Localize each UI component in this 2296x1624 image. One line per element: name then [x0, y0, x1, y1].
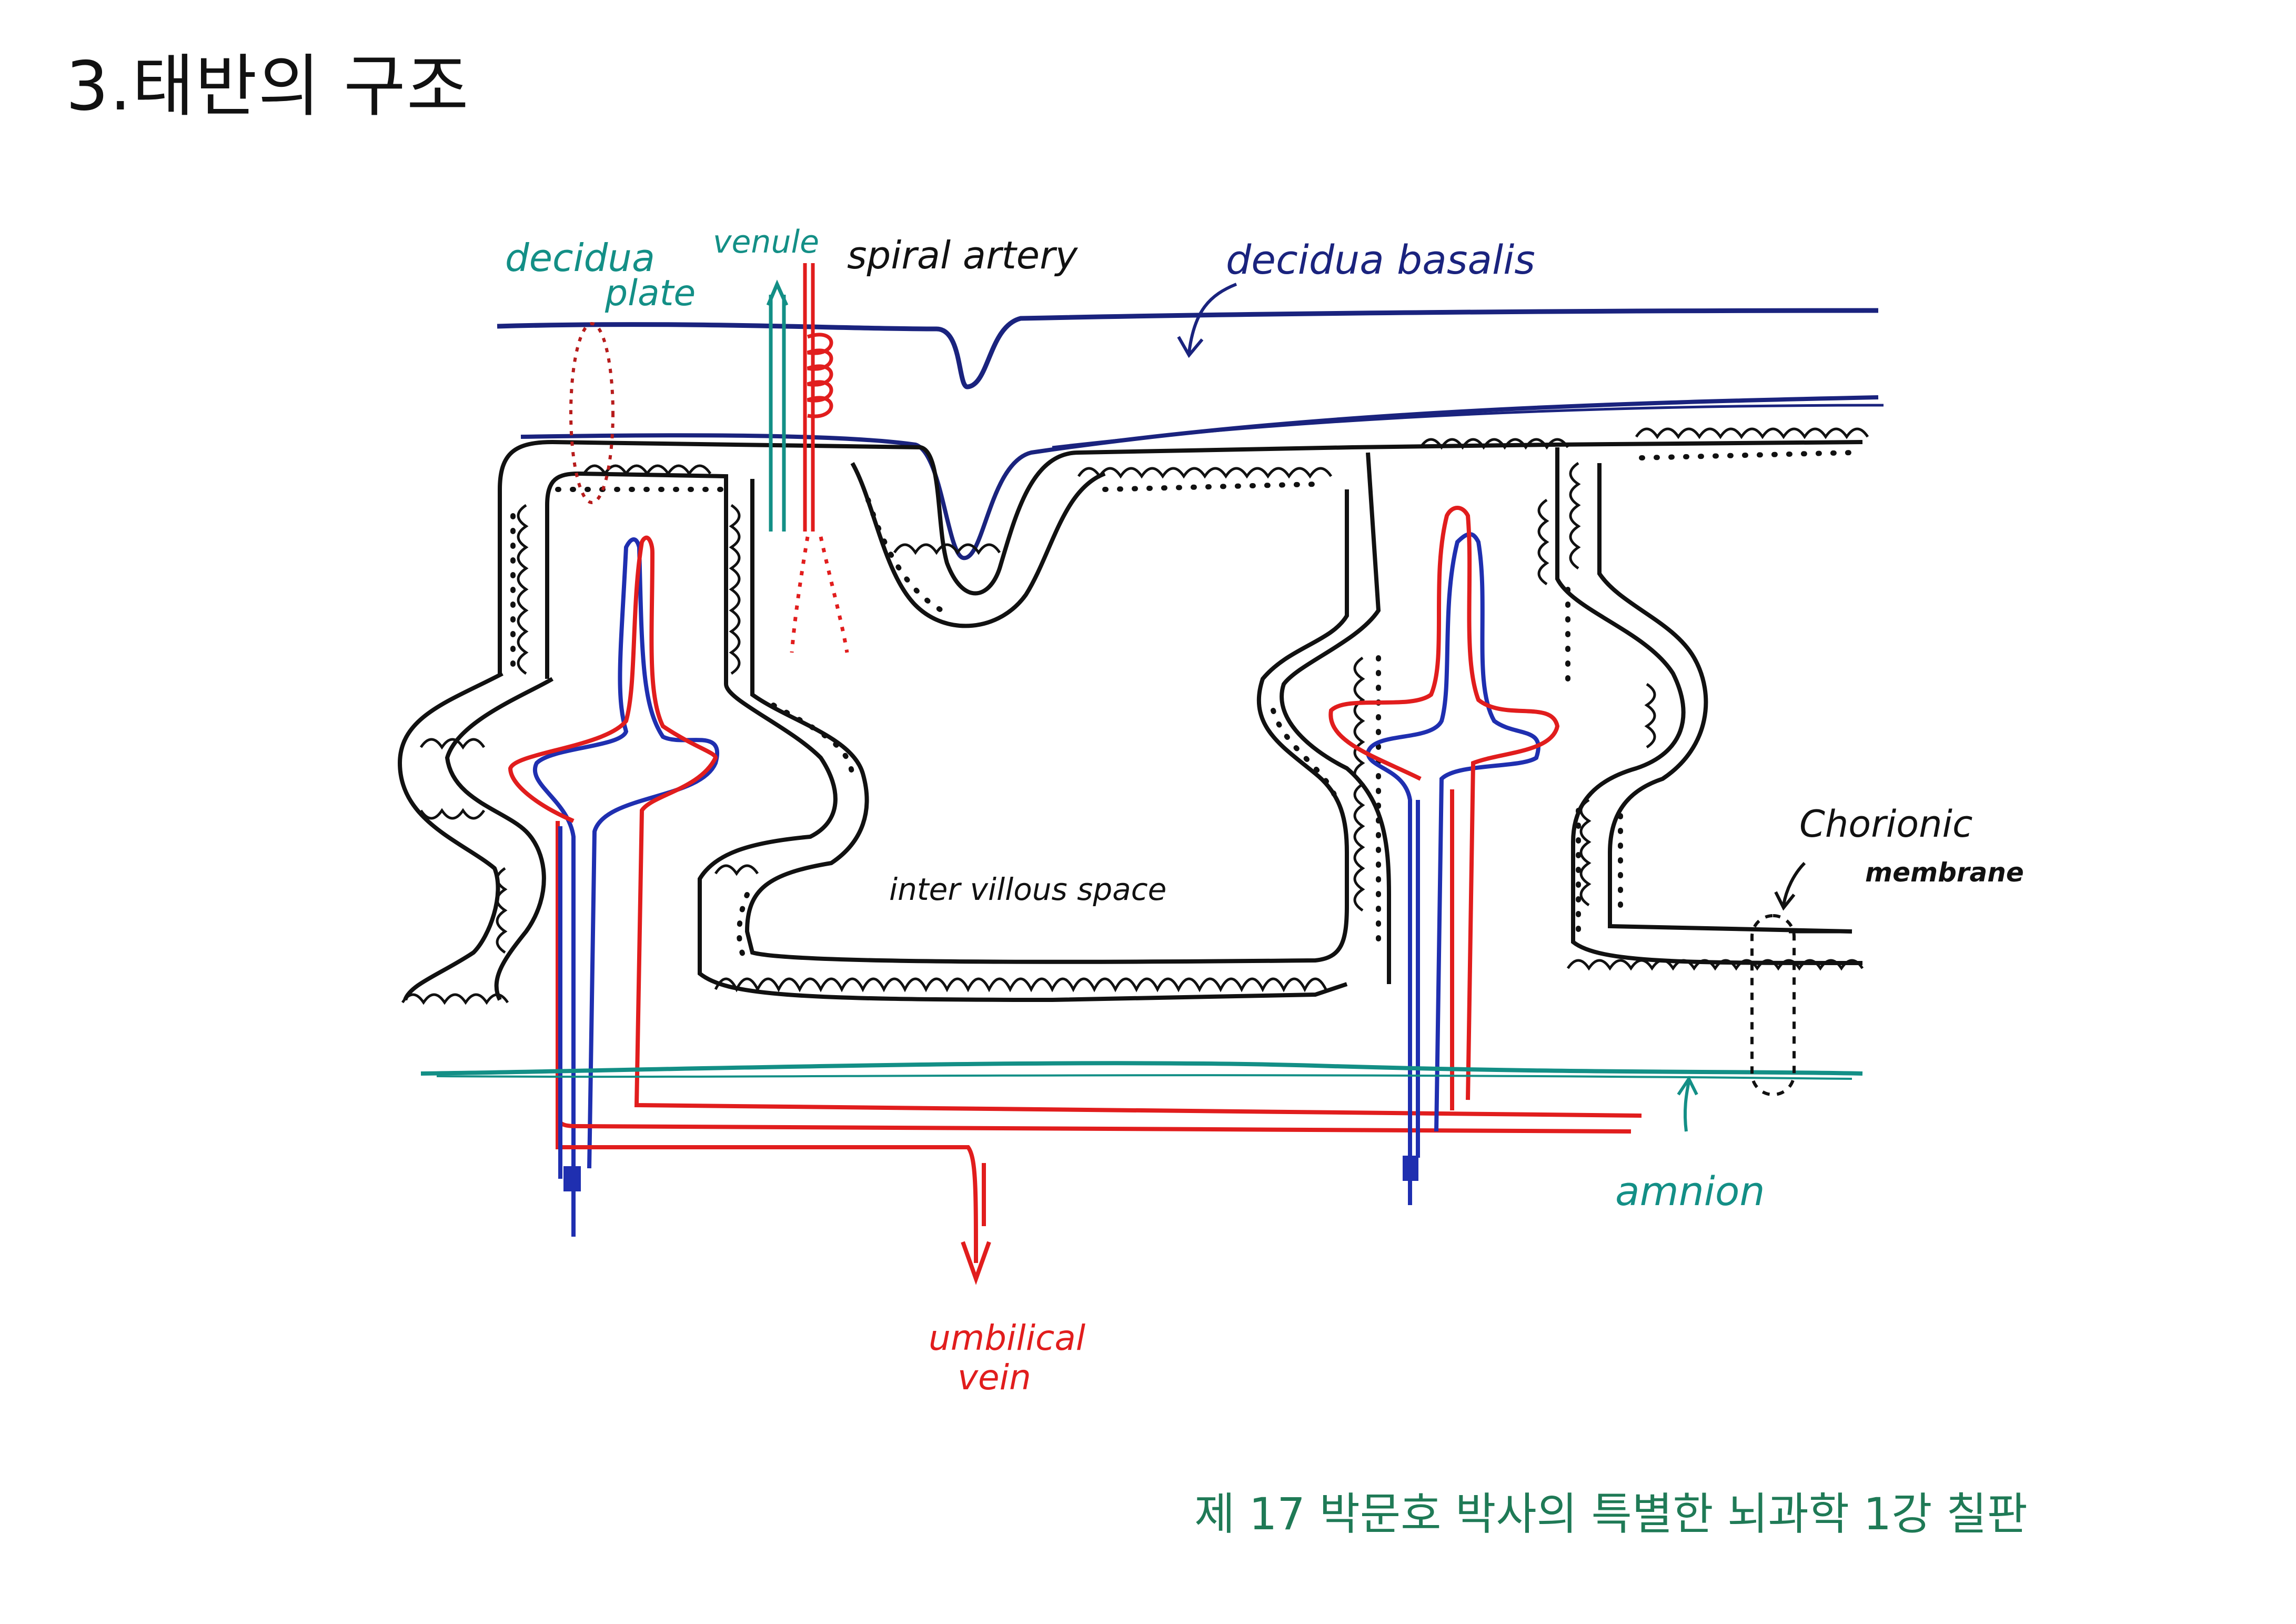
label-venule: venule	[713, 224, 819, 260]
decidua-basalis-line	[497, 308, 1879, 389]
decidua-plate-marker	[569, 322, 615, 504]
left-villus-vessels	[508, 535, 1642, 1285]
label-umbilical: umbilical	[929, 1318, 1086, 1358]
label-amnion: amnion	[1615, 1168, 1765, 1215]
basal-plate-line-2	[1052, 404, 1884, 449]
label-vein: vein	[958, 1357, 1031, 1398]
dotted-layer	[510, 450, 1855, 966]
footer-caption: 제 17 박문호 박사의 특별한 뇌과학 1강 칠판	[1194, 1488, 2028, 1540]
label-decidua-basalis: decidua basalis	[1226, 236, 1535, 283]
chorionic-membrane-marker	[1750, 914, 1796, 1096]
trophoblast-coils	[401, 427, 1869, 1005]
spiral-artery-vessel	[790, 263, 849, 653]
label-decidua-plate-2: plate	[605, 273, 696, 314]
label-arrows	[1177, 283, 1806, 1132]
label-intervillous-space: inter villous space	[889, 871, 1166, 907]
page-title: 3.태반의 구조	[66, 47, 470, 126]
amnion-line-2	[436, 1074, 1852, 1080]
amnion-line	[420, 1061, 1863, 1076]
label-chorionic-1: Chorionic	[1799, 803, 1972, 846]
villous-outline	[397, 439, 1863, 1003]
venule-vessel	[766, 279, 789, 532]
label-spiral-artery: spiral artery	[847, 233, 1079, 277]
label-chorionic-2: membrane	[1865, 857, 2024, 888]
label-decidua-plate-1: decidua	[505, 236, 655, 280]
right-villus-vessels	[1328, 506, 1560, 1205]
